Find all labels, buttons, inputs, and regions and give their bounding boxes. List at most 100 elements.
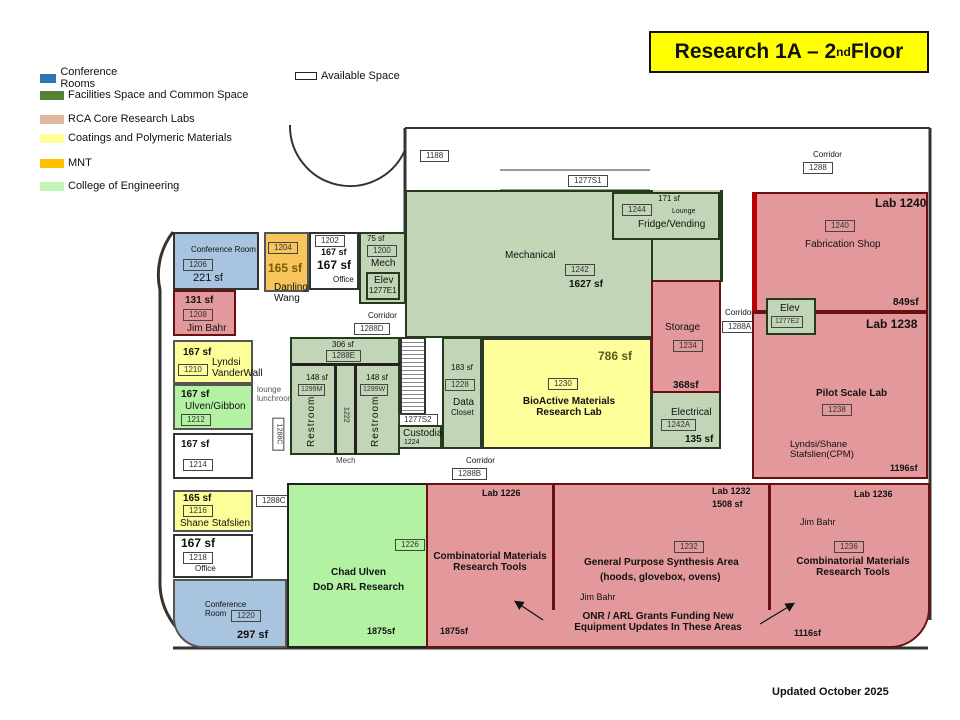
conference-room-1220[interactable]: Conference Room 1220 297 sf (173, 579, 287, 648)
room-number: 1299M (298, 384, 326, 396)
room-1212[interactable]: 167 sf Ulven/Gibbon 1212 (173, 384, 253, 430)
mech-room-1200[interactable]: 75 sf 1200 Mech Elev 1277E1 (359, 232, 406, 304)
room-number: 1212 (181, 414, 211, 426)
room-area: 1196sf (890, 463, 918, 473)
lab-1240[interactable]: Lab 1240 1240 Fabrication Shop 849sf (752, 192, 928, 312)
room-area: 1627 sf (569, 279, 603, 290)
legend-item: Coatings and Polymeric Materials (40, 132, 280, 144)
mechanical-1242[interactable]: Mechanical 1242 1627 sf (405, 190, 653, 338)
wall (354, 363, 357, 455)
legend-label: Facilities Space and Common Space (68, 89, 249, 101)
room-type: Conference Room (205, 600, 247, 618)
room-type: Conference Room (191, 245, 256, 254)
conference-room-1206[interactable]: Conference Room 1206 221 sf (173, 232, 259, 290)
room-1218[interactable]: 167 sf 1218 Office (173, 534, 253, 578)
room-number: 1242 (565, 264, 595, 276)
room-subtype: Closet (451, 408, 474, 417)
room-number: 1277E2 (771, 316, 804, 328)
room-1216[interactable]: 165 sf 1216 Shane Stafslien (173, 490, 253, 532)
restroom-block-1288e: 306 sf 1288E 148 sf 1299M Restroom 1222 … (290, 337, 400, 455)
room-type: Mechanical (505, 250, 556, 261)
room-type: Office (333, 275, 354, 284)
room-area: 148 sf (366, 373, 388, 382)
room-number: 1230 (548, 378, 578, 390)
mech-label: Mech (336, 456, 356, 465)
room-1202[interactable]: 1202 167 sf 167 sf Office (309, 232, 359, 290)
room-number: 1222 (342, 407, 350, 423)
room-number: 1208 (183, 309, 213, 321)
lab-label: Lab 1240 (875, 196, 927, 210)
room-number: 1226 (395, 539, 425, 551)
elevator-1277e2: Elev 1277E2 (766, 298, 816, 335)
legend-label: MNT (68, 157, 92, 169)
room-number: 1288C (272, 417, 285, 451)
legend-item: RCA Core Research Labs (40, 113, 280, 125)
room-number: 1188 (420, 150, 450, 162)
room-number: 1288 (803, 162, 833, 174)
room-number: 1236 (834, 541, 864, 553)
room-area: 75 sf (367, 234, 385, 243)
legend-label: Conference Rooms (60, 66, 118, 90)
legend-label: Coatings and Polymeric Materials (68, 132, 232, 144)
legend-item: MNT (40, 157, 92, 169)
data-closet-1228[interactable]: 183 sf 1228 Data Closet (442, 337, 482, 449)
room-number: 1214 (183, 459, 213, 471)
wall (292, 363, 400, 366)
legend-swatch (40, 90, 64, 100)
room-area: 786 sf (598, 349, 633, 363)
room-number: 1202 (315, 235, 345, 247)
room-1210[interactable]: 167 sf 1210 Lyndsi VanderWall (173, 340, 263, 384)
room-number: 1244 (622, 204, 652, 216)
room-1208[interactable]: 131 sf 1208 Jim Bahr (173, 290, 236, 336)
room-occupant: Jim Bahr (580, 592, 616, 602)
electrical-1242a[interactable]: Electrical 1242A 135 sf (651, 393, 721, 449)
legend-item: Facilities Space and Common Space (40, 89, 280, 101)
room-type: Office (195, 564, 216, 573)
room-occupant: Jim Bahr (800, 517, 836, 527)
lab-label: Lab 1226 (482, 488, 521, 498)
stairwell (400, 337, 426, 415)
title-text: Research 1A – 2 (674, 40, 837, 63)
legend-label: RCA Core Research Labs (68, 113, 195, 125)
room-area: 297 sf (237, 629, 269, 641)
corridor-label: Corridor (466, 456, 495, 465)
storage-1234[interactable]: Storage 1234 368sf (651, 280, 721, 393)
room-area: 131 sf (185, 295, 214, 306)
room-subname: (hoods, glovebox, ovens) (600, 572, 721, 583)
corridor-label: Corridor (725, 308, 754, 317)
room-area: 183 sf (451, 363, 473, 372)
room-number: 1216 (183, 505, 213, 517)
lounge-1244[interactable]: 171 sf 1244 Lounge Fridge/Vending (612, 192, 720, 240)
room-area: 1875sf (367, 626, 396, 636)
room-type: Elev (374, 275, 394, 286)
room-occupant: Lyndsi VanderWall (212, 357, 263, 379)
legend-swatch (40, 114, 64, 124)
room-type: Data (453, 397, 475, 408)
bioactive-lab-1230[interactable]: 786 sf 1230 BioActive Materials Research… (482, 338, 652, 449)
room-area: 167 sf (181, 389, 210, 400)
room-number: 1204 (268, 242, 298, 254)
legend-item: College of Engineering (40, 180, 240, 192)
room-type: Storage (665, 322, 701, 333)
legend-swatch (40, 133, 64, 143)
room-name: DoD ARL Research (313, 582, 405, 593)
room-area: 1116sf (794, 628, 822, 638)
legend-swatch (295, 72, 317, 80)
wall (552, 485, 555, 610)
room-name: Combinatorial Materials Research Tools (433, 551, 547, 573)
lab-1238[interactable]: Lab 1238 Pilot Scale Lab 1238 Lyndsi/Sha… (752, 312, 928, 479)
room-occupant: Shane Stafslien (180, 518, 251, 529)
room-type: Mech (371, 258, 396, 269)
room-1214[interactable]: 167 sf 1214 (173, 433, 253, 479)
room-area: 165 sf (268, 261, 303, 275)
room-number: 1277E1 (369, 286, 397, 295)
custodial-1224[interactable]: Custodial 1224 (398, 425, 445, 449)
room-area: 167 sf (317, 258, 352, 272)
room-occupant: Lyndsi/Shane Stafslien(CPM) (790, 439, 854, 461)
legend-label: Available Space (321, 70, 400, 82)
lab-1226-ulven[interactable]: 1226 Chad Ulven DoD ARL Research 1875sf (287, 483, 426, 648)
legend-swatch (40, 73, 57, 83)
room-1204[interactable]: 1204 165 sf Danling Wang (264, 232, 309, 304)
